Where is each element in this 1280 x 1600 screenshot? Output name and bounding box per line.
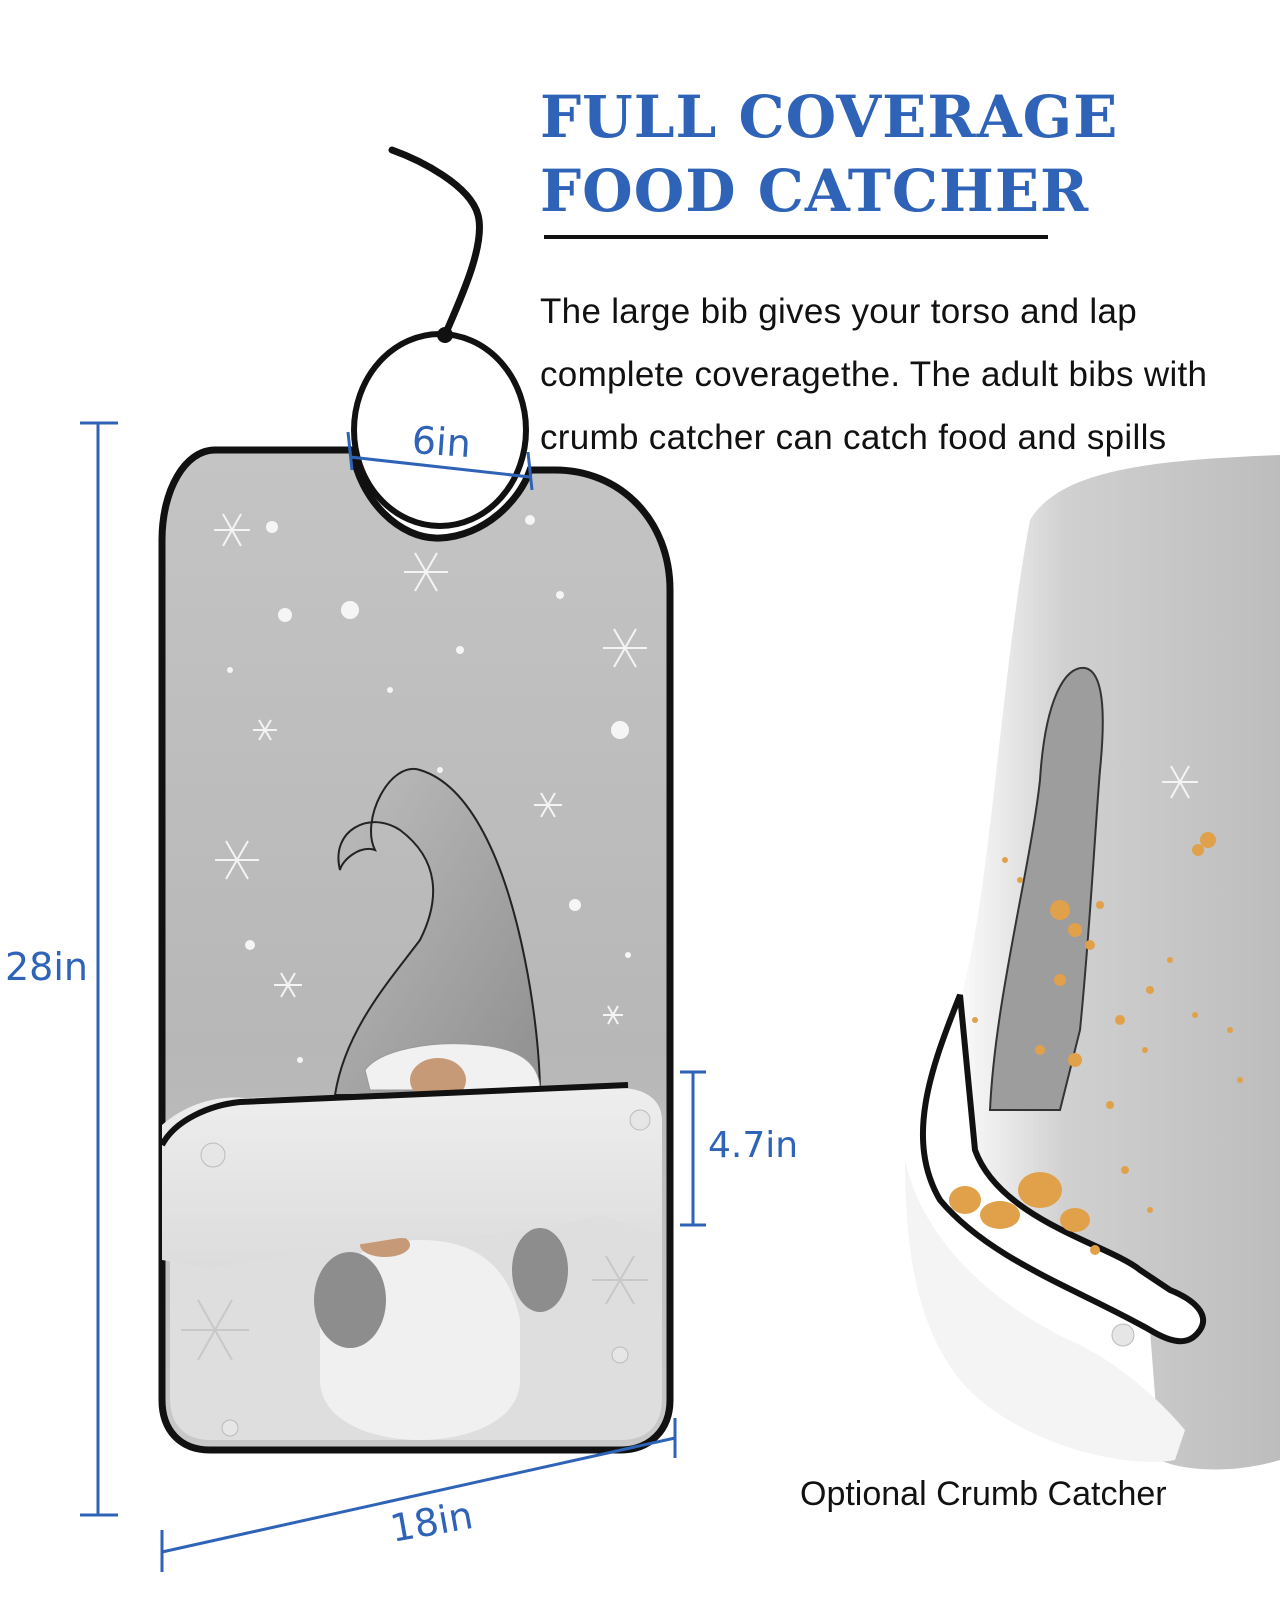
description-line-3: crumb catcher can catch food and spills <box>540 418 1167 457</box>
headline-divider <box>544 235 1048 239</box>
crumb-catcher-detail <box>905 455 1280 1470</box>
pocket-depth-label: 4.7in <box>708 1125 799 1166</box>
headline-line-1: FULL COVERAGE <box>540 83 1119 151</box>
gnome-illustration <box>314 767 568 1440</box>
neck-strap <box>388 146 483 339</box>
crumb-pocket <box>162 1088 662 1268</box>
gnome-hat <box>333 767 542 1096</box>
height-label: 28in <box>5 945 88 989</box>
snowflake-icons <box>181 513 648 1361</box>
side-gnome-hat <box>988 666 1104 1111</box>
snowflake-side-icon <box>1162 765 1198 799</box>
side-pocket <box>919 993 1207 1345</box>
food-crumbs <box>949 832 1243 1255</box>
description-line-2: complete coveragethe. The adult bibs wit… <box>540 355 1208 394</box>
dimension-lines <box>80 421 706 1572</box>
crumb-catcher-caption: Optional Crumb Catcher <box>800 1475 1167 1513</box>
neck-width-label: 6in <box>410 418 473 466</box>
description-line-1: The large bib gives your torso and lap <box>540 292 1138 331</box>
description: The large bib gives your torso and lap c… <box>540 280 1270 469</box>
headline-line-2: FOOD CATCHER <box>540 157 1090 225</box>
headline: FULL COVERAGE FOOD CATCHER <box>540 80 1119 228</box>
